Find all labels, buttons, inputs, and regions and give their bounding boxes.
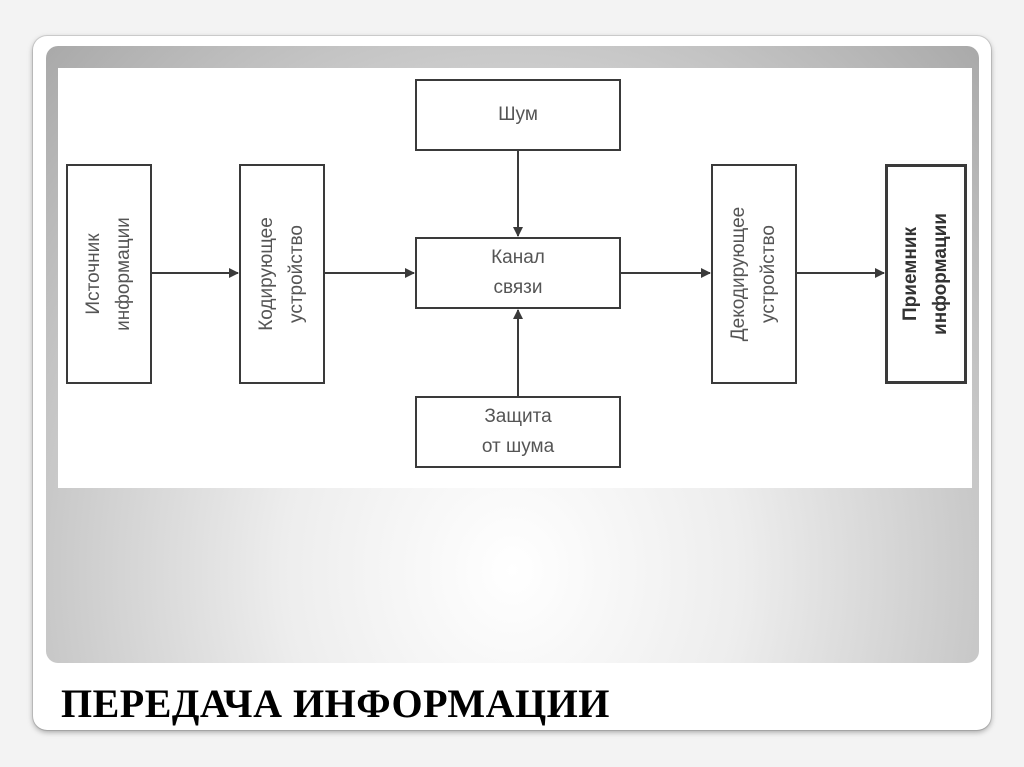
node-protection: Защита от шума: [415, 396, 621, 468]
node-channel-label: Канал связи: [491, 247, 545, 298]
node-noise: Шум: [415, 79, 621, 151]
node-source: Источник информации: [66, 164, 152, 384]
node-encoder: Кодирующее устройство: [239, 164, 325, 384]
node-channel: Канал связи: [415, 237, 621, 309]
node-noise-label: Шум: [498, 104, 538, 125]
node-receiver: Приемник информации: [885, 164, 967, 384]
node-protection-label: Защита от шума: [481, 406, 555, 457]
slide-title: ПЕРЕДАЧА ИНФОРМАЦИИ: [61, 681, 610, 726]
node-decoder: Декодирующее устройство: [711, 164, 797, 384]
